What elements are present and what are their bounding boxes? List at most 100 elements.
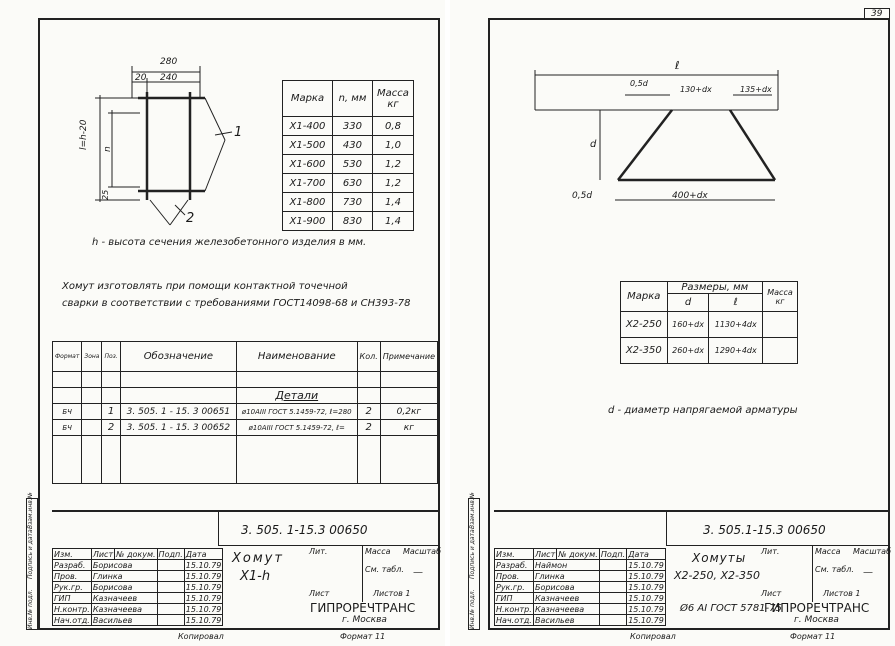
mass-table-header: Марка bbox=[282, 80, 333, 117]
right-title-1: Хомуты bbox=[692, 551, 747, 565]
size-header: ℓ bbox=[708, 293, 763, 312]
scale-value: — bbox=[413, 567, 423, 578]
people-date: 15.10.79 bbox=[626, 570, 666, 582]
note-height: h - высота сечения железобетонного издел… bbox=[92, 237, 367, 248]
dim-height: l=h-20 bbox=[79, 119, 89, 150]
size-header: d bbox=[666, 293, 710, 312]
people-date: 15.10.79 bbox=[183, 559, 224, 571]
people-date: 15.10.79 bbox=[626, 592, 666, 604]
people-role: Рук.гр. bbox=[494, 581, 534, 593]
people-name: Борисова bbox=[90, 581, 158, 593]
people-role: Нач.отд. bbox=[494, 614, 534, 626]
size-cell bbox=[762, 311, 798, 338]
dim-bottom-left: 0,5d bbox=[572, 191, 593, 201]
lit-label: Лит. bbox=[309, 547, 328, 556]
spec-cell: кг bbox=[379, 419, 439, 436]
dim-bottom: 400+dx bbox=[672, 191, 708, 201]
mass-cell: 730 bbox=[331, 192, 374, 212]
spec-header: Зона bbox=[81, 341, 103, 372]
mass-cell: Х1-400 bbox=[282, 116, 333, 136]
people-sign bbox=[156, 581, 185, 593]
spec-cell: 1 bbox=[101, 403, 121, 420]
people-sign bbox=[156, 559, 185, 571]
people-header: Подп. bbox=[598, 548, 628, 560]
size-cell: Х2-250 bbox=[620, 311, 668, 338]
people-sign bbox=[156, 592, 185, 604]
people-sign bbox=[156, 570, 185, 582]
dim-side: d bbox=[590, 139, 597, 150]
callout-1: 1 bbox=[234, 125, 243, 140]
mass-cell: 430 bbox=[331, 135, 374, 155]
people-role: Пров. bbox=[52, 570, 92, 582]
mass-cell: Х1-500 bbox=[282, 135, 333, 155]
callout-2: 2 bbox=[186, 211, 195, 226]
people-sign bbox=[598, 570, 628, 582]
people-sign bbox=[156, 603, 185, 615]
size-header: Марка bbox=[620, 281, 668, 312]
right-city: г. Москва bbox=[794, 615, 839, 625]
dim-n: n bbox=[103, 146, 113, 152]
left-code-cell: 3. 505. 1-15.3 00650 bbox=[218, 512, 440, 546]
people-role: Нач.отд. bbox=[52, 614, 92, 626]
left-org: ГИПРОРЕЧТРАНС bbox=[310, 601, 416, 615]
scale-value: — bbox=[863, 567, 873, 578]
people-date: 15.10.79 bbox=[626, 603, 666, 615]
mass-cell: Х1-600 bbox=[282, 154, 333, 174]
spec-header: Наименование bbox=[236, 341, 358, 372]
size-cell: 260+dx bbox=[666, 337, 710, 364]
people-header: Лист bbox=[90, 548, 116, 560]
mass-cell: 330 bbox=[331, 116, 374, 136]
people-date: 15.10.79 bbox=[626, 559, 666, 571]
size-table: Марка Размеры, мм Масса кг d ℓ Х2-250 16… bbox=[620, 281, 798, 364]
left-format: Формат 11 bbox=[340, 632, 386, 641]
side-label: Подпись и дата bbox=[27, 529, 34, 579]
people-role: Разраб. bbox=[52, 559, 92, 571]
people-header: Дата bbox=[626, 548, 666, 560]
people-role: ГИП bbox=[494, 592, 534, 604]
people-name: Борисова bbox=[532, 581, 600, 593]
people-sign bbox=[598, 592, 628, 604]
people-sign bbox=[598, 581, 628, 593]
note-weld-1: Хомут изготовлять при помощи контактной … bbox=[62, 281, 348, 292]
page-number-box: 39 bbox=[864, 8, 890, 20]
mass-cell: 1,2 bbox=[372, 154, 414, 174]
size-cell: 1130+4dx bbox=[708, 311, 763, 338]
people-name: Борисова bbox=[90, 559, 158, 571]
people-role: Пров. bbox=[494, 570, 534, 582]
mass-cell: 530 bbox=[331, 154, 374, 174]
right-sheet: 39 ℓ 0,5d 130+dx 135+dx d 0,5d 400+dx Ма… bbox=[450, 0, 895, 646]
left-copied: Копировал bbox=[178, 632, 224, 641]
sheet-label: Лист bbox=[309, 589, 330, 598]
people-role: Н.контр. bbox=[494, 603, 534, 615]
spec-cell: БЧ bbox=[51, 403, 83, 420]
people-role: Рук.гр. bbox=[52, 581, 92, 593]
people-sign bbox=[598, 614, 628, 626]
right-org: ГИПРОРЕЧТРАНС bbox=[764, 601, 870, 615]
right-title-2: Х2-250, Х2-350 bbox=[674, 569, 760, 582]
size-cell: 160+dx bbox=[666, 311, 710, 338]
people-header: Изм. bbox=[494, 548, 534, 560]
mass-cell: 0,8 bbox=[372, 116, 414, 136]
people-name: Васильев bbox=[532, 614, 600, 626]
people-header: Изм. bbox=[52, 548, 92, 560]
people-header: Дата bbox=[183, 548, 224, 560]
people-name: Глинка bbox=[90, 570, 158, 582]
spec-header: Примечание bbox=[379, 341, 439, 372]
people-date: 15.10.79 bbox=[183, 592, 224, 604]
people-header: Лист bbox=[532, 548, 558, 560]
dim-d-top: 0,5d bbox=[630, 79, 648, 88]
spec-cell: БЧ bbox=[51, 419, 83, 436]
mass-cell: Х1-800 bbox=[282, 192, 333, 212]
dim-b: 240 bbox=[160, 73, 178, 83]
people-sign bbox=[156, 614, 185, 626]
people-sign bbox=[598, 559, 628, 571]
spec-header: Поз. bbox=[101, 341, 121, 372]
people-header: № докум. bbox=[556, 548, 600, 560]
right-info-cells: Лит. Масса Масштаб См. табл. — Лист Лист… bbox=[761, 546, 891, 602]
sheets-label: Листов 1 bbox=[373, 589, 411, 598]
sheets-label: Листов 1 bbox=[823, 589, 861, 598]
spec-header: Обозначение bbox=[119, 341, 238, 372]
